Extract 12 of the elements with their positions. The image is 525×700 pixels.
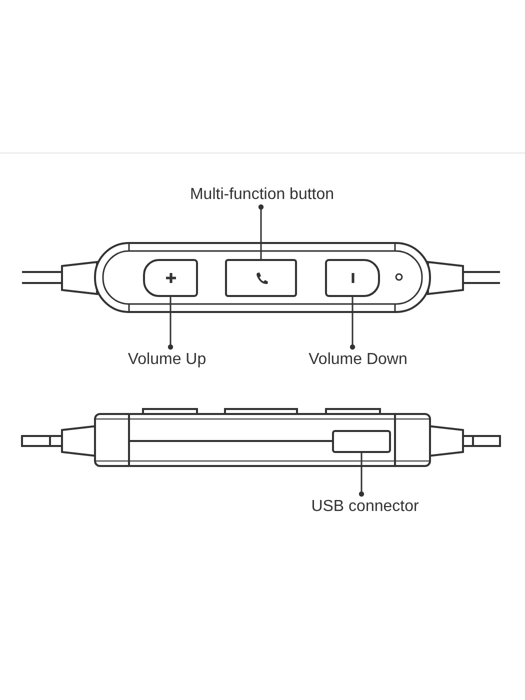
call-button [225, 259, 297, 297]
callout-label: Multi-function button [190, 185, 334, 204]
volume-down-button [325, 259, 380, 297]
leader-line [358, 453, 364, 497]
callout-label: Volume Up [128, 350, 206, 369]
usb-port [332, 430, 391, 453]
leader-line [350, 297, 356, 350]
leader-line [258, 204, 264, 259]
leader-line [168, 297, 174, 350]
callout-label: USB connector [311, 497, 419, 516]
callout-label: Volume Down [308, 350, 408, 369]
volume-up-button [143, 259, 198, 297]
